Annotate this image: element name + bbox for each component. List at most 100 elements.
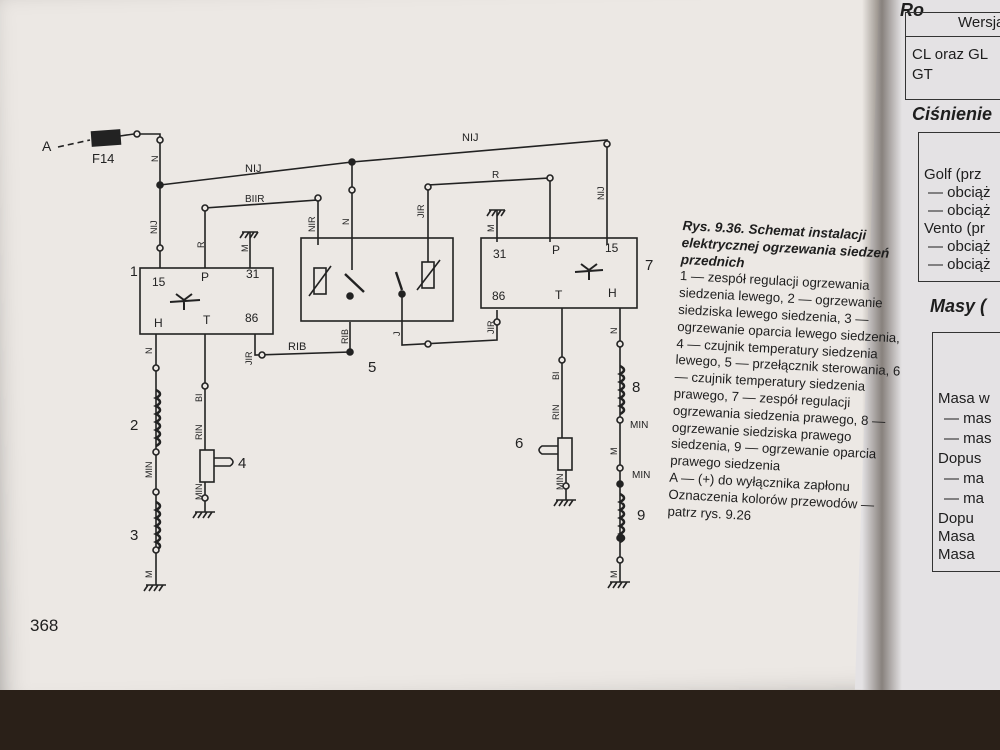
ground-symbol — [553, 499, 576, 507]
right-table-3-row: Dopus — [938, 450, 982, 467]
wire-r-right — [427, 177, 551, 262]
component-5-number: 5 — [368, 359, 376, 376]
ground-symbol — [486, 209, 506, 217]
unit-7-box — [480, 237, 638, 309]
connector-node — [201, 382, 209, 390]
component-9-number: 9 — [637, 507, 645, 524]
unit-1-box — [139, 267, 274, 335]
heater-2 — [153, 388, 162, 448]
fuse-label: F14 — [92, 151, 114, 166]
thermistor-arrow — [416, 259, 441, 291]
wire-label: R — [196, 241, 206, 248]
connector-node — [152, 488, 160, 496]
unit-1-number: 1 — [130, 263, 138, 279]
component-3-number: 3 — [130, 527, 138, 544]
transistor-symbol — [574, 263, 604, 280]
switch-contacts — [344, 271, 404, 293]
unit-1-pin-t: T — [203, 313, 211, 327]
sensor-6-probe — [538, 445, 558, 455]
right-table-3-row: — ma — [944, 490, 985, 507]
figure-caption: Rys. 9.36. Schemat instalacji elektryczn… — [667, 218, 913, 532]
wire-label: MIN — [630, 420, 648, 431]
wire-label: M — [609, 571, 619, 579]
heater-9 — [617, 492, 626, 544]
right-table-3-row: Dopu — [938, 510, 974, 527]
right-table-1-header: Wersja — [958, 14, 1000, 31]
connector-node — [201, 204, 209, 212]
right-table-2-row: — obciąż — [928, 184, 991, 201]
wire-label: MIN — [632, 470, 650, 481]
right-table-3-row: — mas — [944, 430, 992, 447]
connector-node — [152, 364, 160, 372]
background-surface — [0, 690, 1000, 750]
top-bus-wire — [159, 139, 608, 245]
wire-label: N — [144, 348, 154, 355]
right-table-2-row: Vento (pr — [924, 220, 985, 237]
page-number: 368 — [30, 616, 59, 635]
right-table-1 — [905, 12, 1000, 100]
wire-fuse-down — [140, 133, 161, 182]
wire-label: NIJ — [149, 221, 159, 235]
right-heading-masy: Masy ( — [930, 296, 987, 316]
wire-label: N — [150, 156, 160, 163]
component-2-number: 2 — [130, 417, 138, 434]
connector-node — [201, 494, 209, 502]
ground-symbol — [239, 231, 259, 239]
connector-node — [546, 174, 554, 182]
unit-1-pin-h: H — [154, 316, 163, 330]
wire-label: N — [341, 219, 351, 226]
right-heading-cisnienie: Ciśnienie — [912, 104, 993, 124]
switch-5-box — [300, 237, 454, 322]
connector-node — [314, 194, 322, 202]
a-dashed-wire — [57, 139, 91, 148]
a-label: A — [42, 138, 52, 154]
connector-node — [558, 356, 566, 364]
connector-node — [493, 318, 501, 326]
right-table-3-row: Masa — [938, 546, 975, 563]
wire-label: NIJ — [462, 132, 479, 144]
wire-label: NIJ — [245, 163, 262, 175]
ground-symbol — [192, 511, 215, 519]
connector-node — [603, 140, 611, 148]
right-table-3-row: Masa — [938, 528, 975, 545]
right-table-2 — [918, 132, 1000, 282]
right-table-2-row: — obciąż — [928, 238, 991, 255]
connector-node — [152, 546, 160, 554]
wire-rib — [254, 322, 351, 356]
right-table-1-row: GT — [912, 66, 933, 83]
switch-pin — [346, 292, 354, 300]
wire-label: BI — [194, 393, 204, 402]
caption-body: 1 — zespół regulacji ogrzewania siedzeni… — [669, 268, 901, 474]
sensor-6 — [557, 437, 573, 471]
connector-node — [258, 351, 266, 359]
right-table-2-row: — obciąż — [928, 256, 991, 273]
transistor-symbol — [169, 293, 201, 310]
right-table-3-row: — ma — [944, 470, 985, 487]
wire-bir — [204, 199, 319, 268]
sensor-4-probe — [214, 457, 234, 467]
wire-label: JIR — [416, 204, 426, 218]
right-table-3-row: — mas — [944, 410, 992, 427]
heater-3 — [153, 500, 162, 552]
wire-label: RIN — [194, 425, 204, 441]
unit-7-pin-p: P — [552, 243, 560, 257]
right-table-3 — [932, 332, 1000, 572]
thermistor-arrow — [308, 265, 332, 297]
wire-label: RIN — [551, 405, 561, 421]
wire-j — [401, 294, 498, 346]
right-table-1-row: CL oraz GL — [912, 46, 989, 63]
connector-node — [424, 340, 432, 348]
connector-node — [616, 416, 624, 424]
sensor-4 — [199, 449, 215, 483]
wire-label: BIIR — [245, 194, 264, 205]
heater-8 — [617, 364, 626, 416]
wire-label: M — [240, 245, 250, 253]
component-6-number: 6 — [515, 435, 523, 452]
wire-label: M — [486, 225, 496, 233]
connector-node — [562, 482, 570, 490]
right-table-2-row: Golf (prz — [924, 166, 982, 183]
right-page-header: Ro — [900, 0, 924, 20]
junction-dot — [616, 534, 624, 542]
